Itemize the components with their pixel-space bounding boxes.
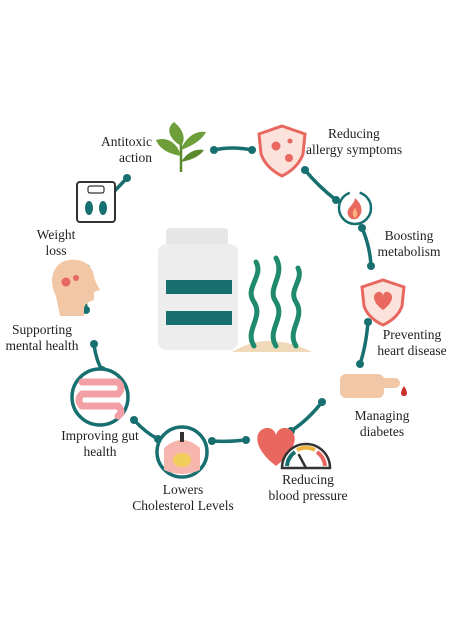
seaweed-icon (232, 255, 312, 352)
label-antitoxic: Antitoxic action (90, 134, 152, 166)
label-weight: Weight loss (30, 227, 82, 259)
artery-icon (155, 425, 209, 479)
head-gears-icon (52, 259, 100, 316)
leaf-sprig-icon (156, 122, 206, 172)
finger-blood-drop-icon (340, 374, 407, 398)
heart-gauge-icon (257, 427, 332, 470)
label-weight-line2: loss (45, 243, 67, 258)
flame-cycle-icon (337, 190, 373, 226)
label-blood-pressure: Reducing blood pressure (256, 472, 360, 504)
label-antitoxic-line2: action (119, 150, 152, 165)
label-cholesterol: Lowers Cholesterol Levels (124, 482, 242, 514)
label-heart-disease-line2: heart disease (377, 343, 447, 358)
label-diabetes-line2: diabetes (359, 424, 405, 439)
label-metabolism-line2: metabolism (377, 244, 441, 259)
label-metabolism: Boosting metabolism (368, 228, 450, 260)
label-cholesterol-line1: Lowers (162, 482, 204, 497)
label-gut: Improving gut health (54, 428, 146, 460)
label-heart-disease: Preventing heart disease (366, 327, 458, 359)
shield-virus-icon (257, 124, 307, 178)
intestine-icon (70, 367, 130, 427)
label-mental: Supporting mental health (0, 322, 84, 354)
label-gut-line2: health (83, 444, 117, 459)
label-antitoxic-line1: Antitoxic (101, 134, 152, 149)
label-mental-line2: mental health (5, 338, 79, 353)
label-metabolism-line1: Boosting (384, 228, 434, 243)
label-allergy-line1: Reducing (328, 126, 380, 141)
label-weight-line1: Weight (36, 227, 76, 242)
label-blood-pressure-line1: Reducing (282, 472, 334, 487)
label-diabetes-line1: Managing (354, 408, 410, 423)
label-mental-line1: Supporting (11, 322, 72, 337)
shield-heart-icon (360, 278, 406, 327)
label-diabetes: Managing diabetes (344, 408, 420, 440)
supplement-jar-icon (158, 228, 238, 350)
label-allergy-line2: allergy symptoms (306, 142, 403, 157)
label-heart-disease-line1: Preventing (382, 327, 442, 342)
label-cholesterol-line2: Cholesterol Levels (132, 498, 234, 513)
label-gut-line1: Improving gut (61, 428, 139, 443)
scale-icon (76, 181, 116, 223)
label-allergy: Reducing allergy symptoms (306, 126, 424, 158)
label-blood-pressure-line2: blood pressure (268, 488, 348, 503)
